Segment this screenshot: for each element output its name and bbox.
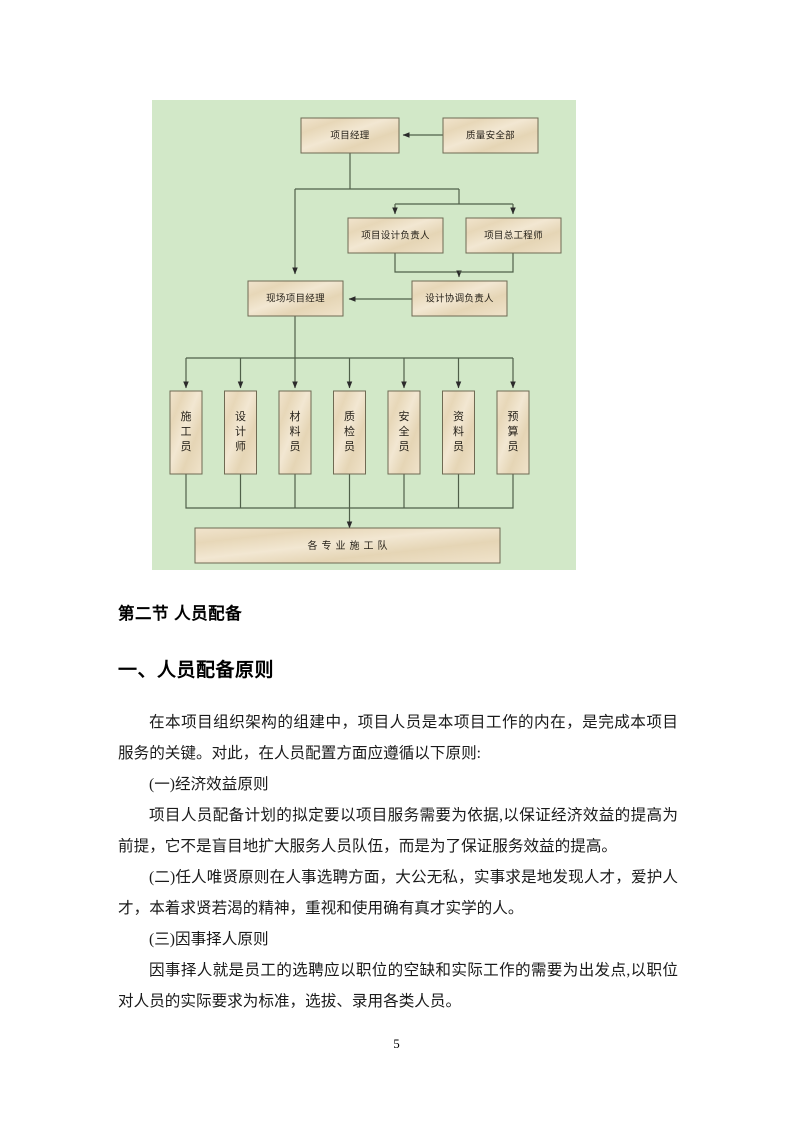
- paragraph-principle-1-title: (一)经济效益原则: [149, 776, 269, 793]
- node-label-chief-engineer: 项目总工程师: [484, 230, 543, 242]
- node-label-construction-teams: 各专业施工队: [308, 539, 392, 552]
- node-staff-3: [278, 390, 312, 475]
- paragraph-principle-2: (二)任人唯贤原则在人事选聘方面，大公无私，实事求是地发现人才，爱护人才，本着求…: [118, 869, 678, 917]
- node-construction-teams: 各专业施工队: [194, 527, 501, 564]
- sub-heading: 一、人员配备原则: [118, 660, 275, 681]
- connector-design-leader-to-coordinator: [394, 253, 462, 278]
- node-chief-engineer: 项目总工程师: [465, 217, 562, 254]
- node-label-design-leader: 项目设计负责人: [361, 230, 430, 242]
- paragraph-intro: 在本项目组织架构的组建中，项目人员是本项目工作的内在，是完成本项目服务的关键。对…: [118, 714, 678, 762]
- node-staff-6: [442, 390, 475, 475]
- node-staff-5: [387, 390, 421, 475]
- paragraph-principle-3-body: 因事择人就是员工的选聘应以职位的空缺和实际工作的需要为出发点,以职位对人员的实际…: [118, 962, 678, 1010]
- node-staff-4: [333, 390, 366, 475]
- connector-chief-engineer-to-coordinator: [459, 253, 514, 273]
- section-heading: 第二节 人员配备: [118, 605, 243, 623]
- node-site-manager: 现场项目经理: [247, 280, 344, 317]
- node-label-design-coordinator: 设计协调负责人: [425, 293, 494, 305]
- node-label-project-manager: 项目经理: [330, 130, 369, 142]
- paragraph-principle-1-body: 项目人员配备计划的拟定要以项目服务需要为依据,以保证经济效益的提高为前提，它不是…: [118, 807, 678, 855]
- node-staff-1: [169, 390, 203, 475]
- node-staff-7: [496, 390, 530, 475]
- organization-chart-figure: 项目经理 质量安全部 项目设计负责人 项目总工程师 现场项目经理: [152, 100, 576, 570]
- organization-chart-svg: 项目经理 质量安全部 项目设计负责人 项目总工程师 现场项目经理: [169, 117, 562, 564]
- node-staff-2: [224, 390, 257, 475]
- paragraph-principle-3-title: (三)因事择人原则: [149, 931, 269, 948]
- node-design-leader: 项目设计负责人: [347, 217, 444, 254]
- node-quality-safety-dept: 质量安全部: [442, 117, 539, 154]
- node-project-manager: 项目经理: [300, 117, 400, 154]
- page-number: 5: [393, 1036, 400, 1051]
- node-label-site-manager: 现场项目经理: [266, 293, 325, 305]
- node-design-coordinator: 设计协调负责人: [411, 280, 508, 317]
- node-label-quality-safety-dept: 质量安全部: [466, 130, 515, 142]
